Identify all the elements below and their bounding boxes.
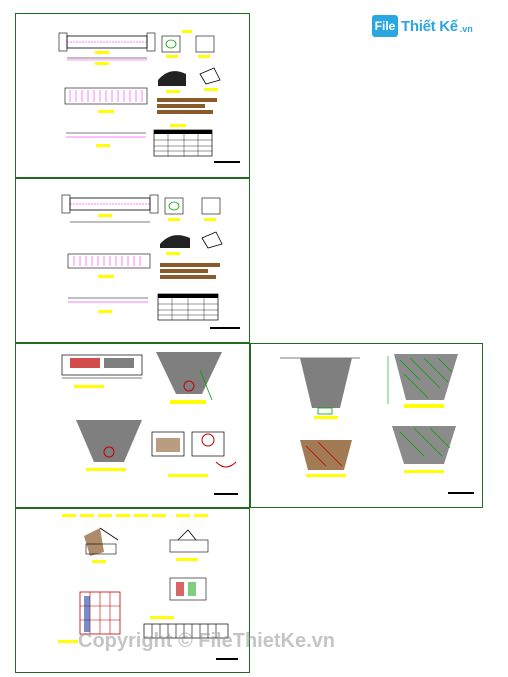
logo-brand-text: Thiết Kế: [401, 17, 458, 35]
sheet2-table: [157, 293, 219, 321]
sheet3-title-block: [214, 493, 238, 495]
sheet2-elevation: [67, 253, 151, 278]
sheet5-detail-right: [169, 529, 209, 601]
sheet5-title-block: [216, 658, 238, 660]
drawing-sheet-1[interactable]: [15, 13, 250, 178]
sheet1-sections: [158, 30, 221, 93]
sheet4-section-d: [392, 426, 456, 473]
sheet5-detail-left: [84, 527, 119, 563]
copyright-watermark: Copyright © FileThietKe.vn: [78, 630, 335, 652]
logo-tld-text: .vn: [459, 23, 473, 34]
sheet2-notes: [160, 263, 220, 279]
sheet5-cage-detail: [58, 591, 121, 643]
sheet2-title-block: [210, 327, 240, 329]
sheet3-detail: [151, 431, 237, 477]
sheet1-notes: [157, 98, 217, 114]
sheet3-section-top: [156, 352, 222, 404]
sheet1-rebar: [66, 132, 146, 147]
sheet1-elevation: [64, 87, 148, 113]
filethietke-logo[interactable]: File Thiết Kế .vn: [372, 14, 473, 38]
sheet2-rebar: [68, 297, 148, 313]
sheet3-longitudinal: [61, 354, 143, 388]
sheet4-section-a: [280, 357, 360, 419]
drawing-sheet-5[interactable]: [15, 508, 250, 673]
sheet4-section-b: [387, 354, 458, 408]
logo-mark: File: [372, 15, 398, 37]
sheet4-title-block: [448, 492, 474, 494]
sheet3-section-bottom: [76, 420, 142, 471]
drawing-sheet-2[interactable]: [15, 178, 250, 343]
sheet5-beam-detail: [143, 616, 229, 639]
sheet4-section-c: [300, 440, 352, 477]
sheet5-header-labels: [62, 514, 208, 517]
sheet1-table: [153, 124, 213, 157]
sheet1-title-block: [214, 161, 240, 163]
sheet2-sections: [160, 197, 223, 255]
sheet1-plan: [58, 32, 156, 65]
sheet2-plan: [61, 194, 159, 223]
